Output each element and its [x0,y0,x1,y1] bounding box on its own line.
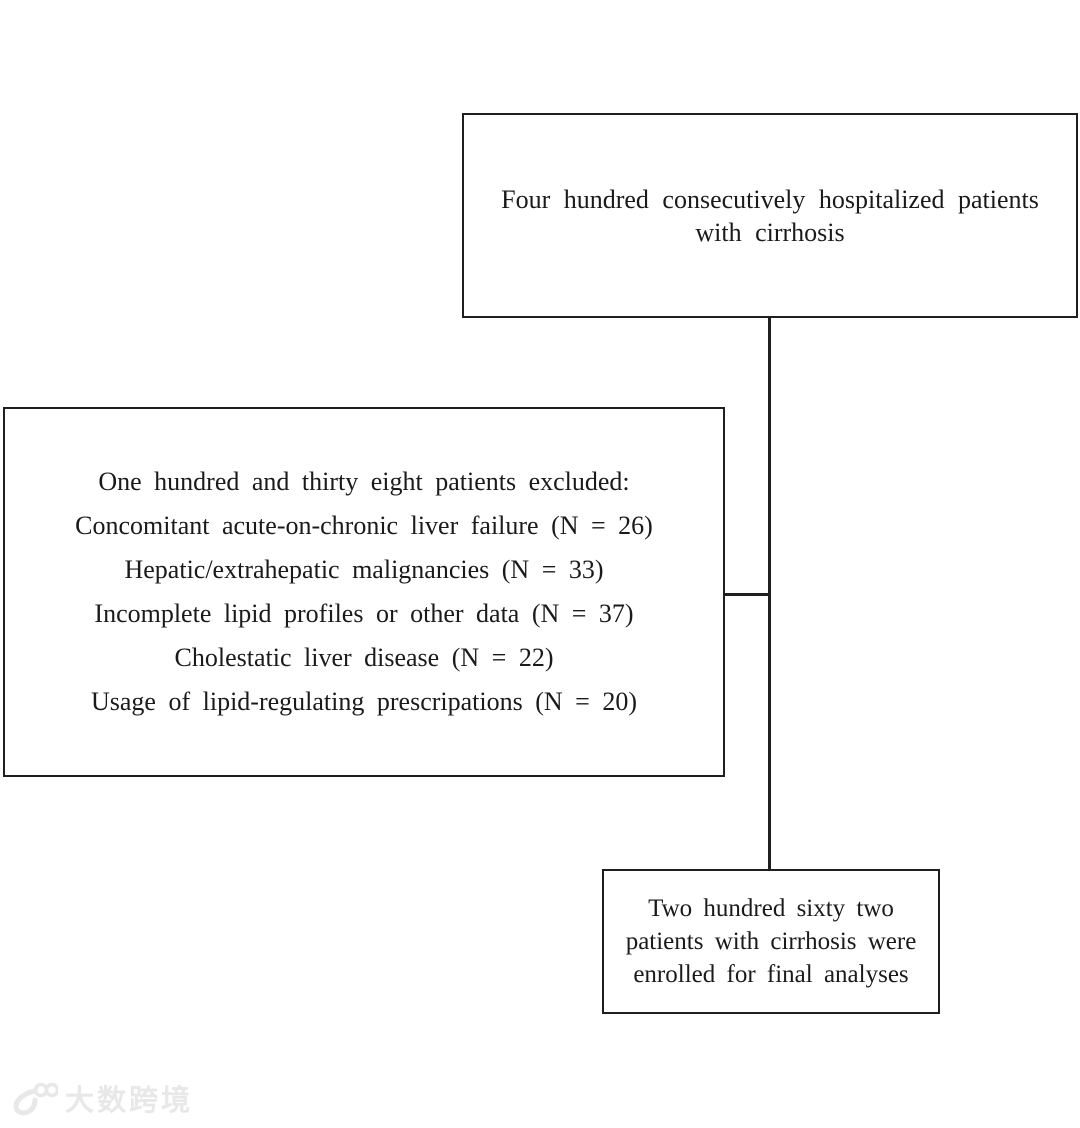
excluded-box-item: Usage of lipid-regulating prescripations… [91,687,637,716]
flow-box-enrolled-cohort: Two hundred sixty two patients with cirr… [602,869,940,1014]
connector-line-horizontal [725,593,769,596]
watermark: 大数跨境 [8,1080,193,1120]
watermark-text: 大数跨境 [65,1082,194,1117]
excluded-box-item: Incomplete lipid profiles or other data … [94,599,634,628]
excluded-box-item: Cholestatic liver disease (N = 22) [174,643,554,672]
enrolled-box-line: enrolled for final analyses [633,961,909,988]
100-logo-icon [13,1082,58,1116]
excluded-box-title: One hundred and thirty eight patients ex… [98,467,630,496]
enrolled-box-line: patients with cirrhosis were [625,928,917,955]
excluded-box-item: Hepatic/extrahepatic malignancies (N = 3… [124,555,604,584]
source-box-line: with cirrhosis [695,217,845,247]
flow-box-source-population: Four hundred consecutively hospitalized … [462,113,1078,318]
enrolled-box-line: Two hundred sixty two [648,895,894,922]
source-box-line: Four hundred consecutively hospitalized … [501,184,1039,214]
connector-line-vertical [768,318,771,869]
flow-box-exclusions: One hundred and thirty eight patients ex… [3,407,725,777]
excluded-box-item: Concomitant acute-on-chronic liver failu… [75,511,653,540]
